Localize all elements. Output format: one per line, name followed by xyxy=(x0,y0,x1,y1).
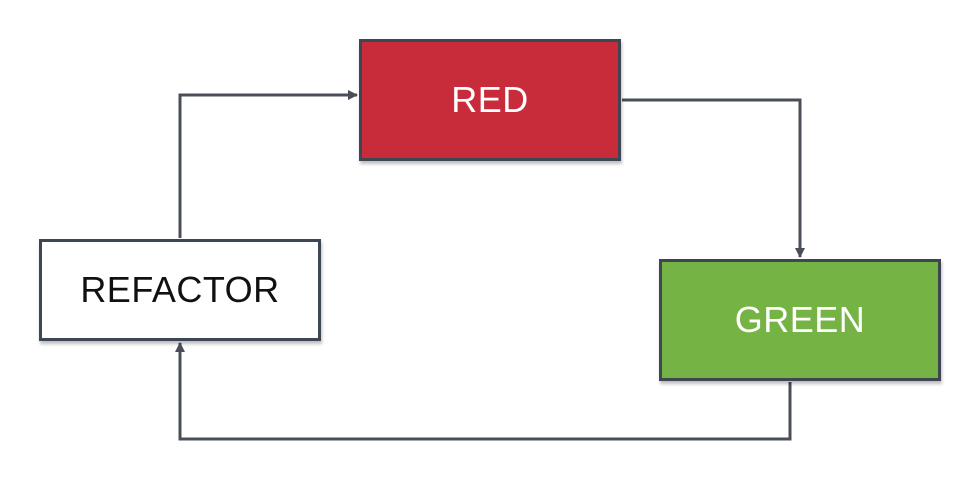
node-red: RED xyxy=(359,39,621,161)
edge-refactor-to-red xyxy=(178,90,358,238)
node-refactor-label: REFACTOR xyxy=(80,269,280,310)
node-red-label: RED xyxy=(451,79,529,120)
node-green: GREEN xyxy=(659,259,941,381)
edge-red-to-green xyxy=(622,98,805,258)
edge-green-to-refactor xyxy=(175,342,792,441)
node-refactor: REFACTOR xyxy=(39,239,321,341)
node-green-label: GREEN xyxy=(734,299,866,340)
